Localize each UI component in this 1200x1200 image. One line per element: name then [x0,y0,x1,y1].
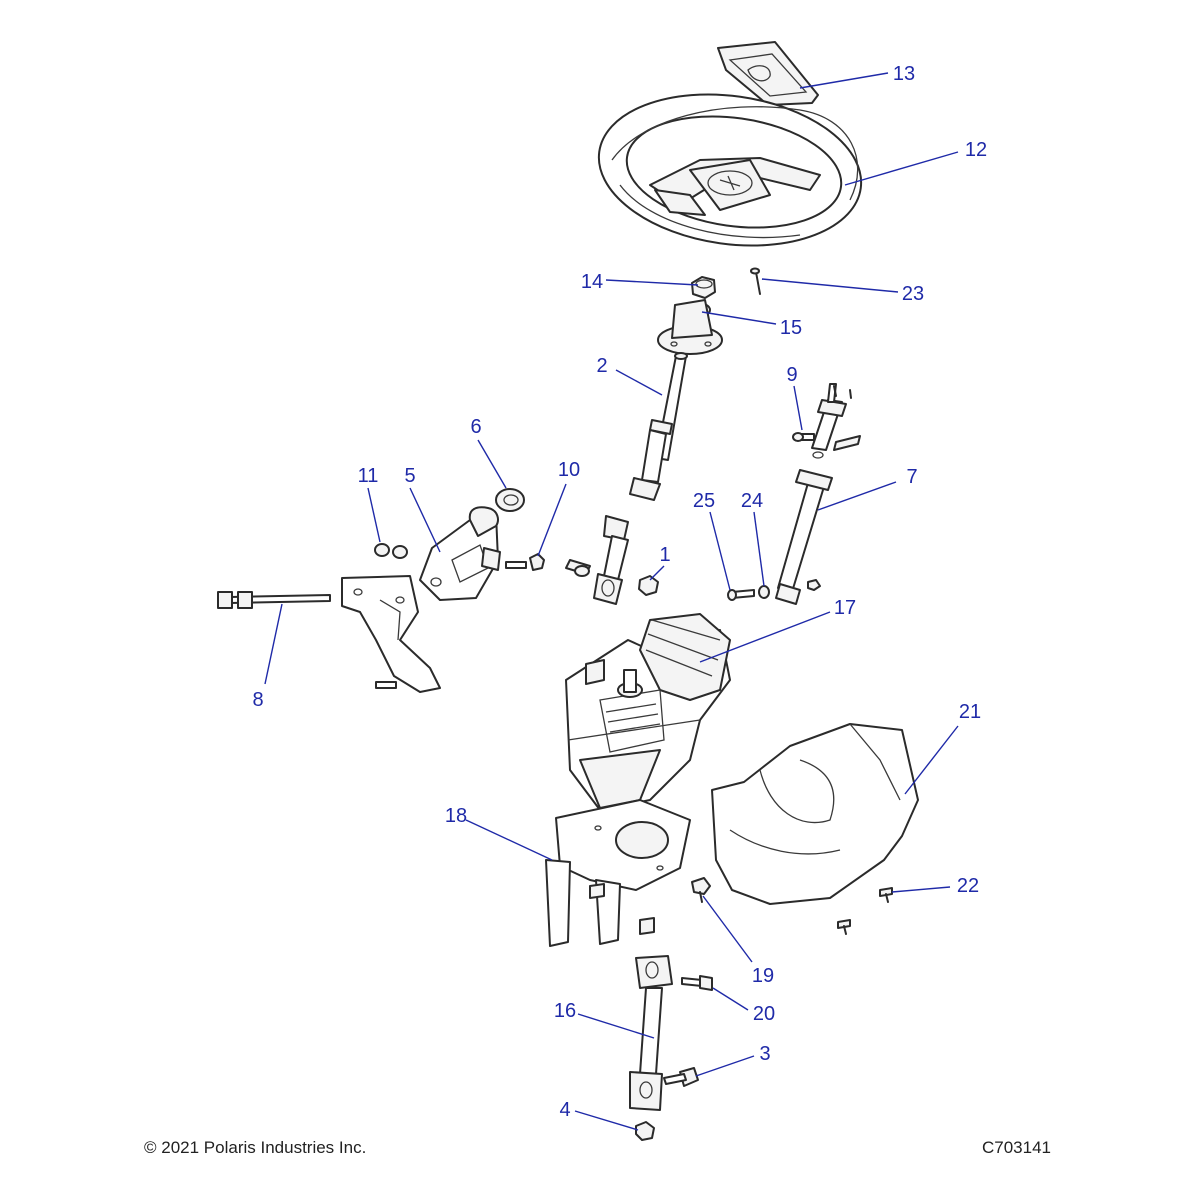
drawing-number: C703141 [982,1138,1052,1157]
callout-5: 5 [404,465,415,487]
part-16-lower-shaft[interactable] [629,955,673,1111]
damper-nut [807,579,821,591]
callout-13: 13 [893,63,915,85]
callout-16: 16 [554,1000,576,1022]
bracket-lower-bolt [375,681,397,689]
part-4-nut[interactable] [635,1121,655,1141]
bracket-bolts [589,883,655,935]
callout-4: 4 [559,1099,570,1121]
part-1-intermediate-ujoint[interactable] [565,515,629,605]
part-1-nut[interactable] [638,575,659,596]
part-17-power-steering-unit[interactable] [565,613,731,811]
callout-20: 20 [753,1003,775,1025]
callout-12: 12 [965,139,987,161]
callout-3: 3 [759,1043,770,1065]
callout-labels: 13 12 14 23 15 2 9 6 11 5 10 7 25 24 1 1… [252,63,987,1121]
callout-25: 25 [693,490,715,512]
callout-19: 19 [752,965,774,987]
column-mount-plate [657,299,723,355]
part-5-column-bracket[interactable] [419,506,501,601]
callout-1: 1 [659,544,670,566]
part-19-bolt[interactable] [691,877,711,903]
part-23-screw[interactable] [750,267,761,295]
support-strut [341,575,441,693]
callout-9: 9 [786,364,797,386]
part-25-bolt[interactable] [727,589,755,601]
callout-23: 23 [902,283,924,305]
callout-15: 15 [780,317,802,339]
callout-17: 17 [834,597,856,619]
part-22-screws[interactable] [837,887,893,935]
callout-7: 7 [906,466,917,488]
leader-lines [264,72,959,1131]
part-2-upper-shaft[interactable] [629,352,688,501]
damper-small-screws [833,385,852,399]
part-14-nut[interactable] [691,276,716,299]
part-8-long-bolt[interactable] [217,591,331,609]
callout-10: 10 [558,459,580,481]
callout-21: 21 [959,701,981,723]
part-9-bolt[interactable] [792,432,815,442]
callout-24: 24 [741,490,763,512]
part-13-cover-cap[interactable] [717,41,819,106]
callout-11: 11 [358,465,379,487]
callout-14: 14 [581,271,603,293]
part-21-column-cover[interactable] [711,723,919,905]
part-12-steering-wheel[interactable] [589,78,871,261]
part-18-mount-bracket[interactable] [545,799,691,947]
part-7-damper[interactable] [775,383,861,605]
part-6-seal[interactable] [495,488,525,512]
copyright-notice: © 2021 Polaris Industries Inc. [144,1138,367,1157]
part-3-bolt[interactable] [663,1067,699,1087]
callout-6: 6 [470,416,481,438]
part-24-washer[interactable] [758,585,770,599]
callout-8: 8 [252,689,263,711]
callout-2: 2 [596,355,607,377]
callout-22: 22 [957,875,979,897]
callout-18: 18 [445,805,467,827]
part-11-bushings[interactable] [374,543,408,559]
part-10-nut[interactable] [505,553,545,571]
part-20-bolt[interactable] [681,975,713,991]
